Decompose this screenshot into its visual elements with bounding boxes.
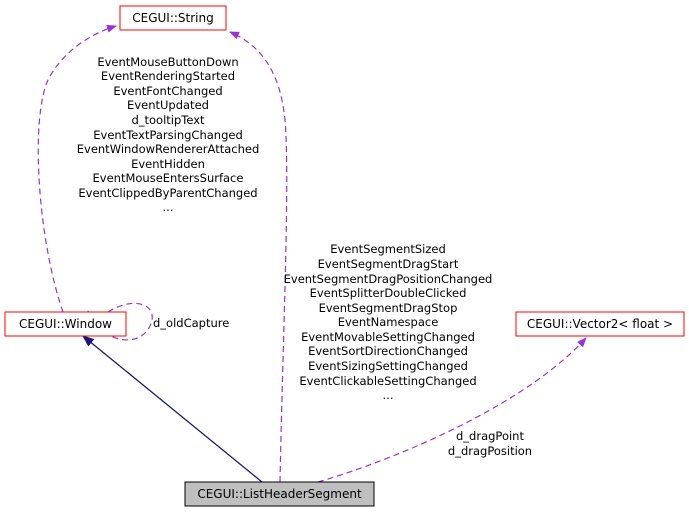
edge-label-line: EventFontChanged (113, 84, 222, 98)
edge-label-line: EventSegmentDragPositionChanged (284, 272, 493, 286)
node-listheadersegment-label: CEGUI::ListHeaderSegment (197, 487, 362, 501)
edge-label-window-self: d_oldCapture (153, 316, 229, 330)
node-cegui-window-label: CEGUI::Window (19, 317, 112, 331)
edge-label-line: d_tooltipText (131, 113, 205, 127)
edge-label-line: EventMovableSettingChanged (301, 330, 475, 344)
edge-window-to-string (37, 24, 117, 313)
edge-label-line: EventSegmentSized (330, 242, 446, 256)
edge-label-line: ... (383, 388, 394, 402)
edge-label-line: d_dragPosition (448, 444, 532, 458)
edge-segment-to-vector2 (317, 337, 587, 483)
edge-label-line: EventClickableSettingChanged (299, 374, 476, 388)
node-cegui-string-label: CEGUI::String (132, 11, 213, 25)
edge-label-line: EventMouseEntersSurface (93, 171, 244, 185)
edge-label-segment-to-string: EventSegmentSized EventSegmentDragStart … (284, 242, 493, 402)
edge-label-line: d_dragPoint (456, 429, 524, 443)
edge-label-line: EventSegmentDragStart (318, 257, 459, 271)
edge-segment-inherits-window (82, 335, 263, 483)
node-cegui-listheadersegment[interactable]: CEGUI::ListHeaderSegment (184, 481, 375, 507)
edge-label-line: EventClippedByParentChanged (78, 186, 257, 200)
edge-label-line: EventSplitterDoubleClicked (310, 286, 467, 300)
edge-label-line: EventWindowRendererAttached (77, 142, 260, 156)
edge-label-line: EventRenderingStarted (101, 69, 235, 83)
edge-label-line: EventNamespace (338, 315, 439, 329)
edge-label-line: EventMouseButtonDown (97, 55, 238, 69)
edge-label-line: EventUpdated (127, 98, 209, 112)
node-cegui-vector2-label: CEGUI::Vector2< float > (527, 317, 673, 331)
node-cegui-vector2-float[interactable]: CEGUI::Vector2< float > (515, 311, 685, 337)
edge-label-line: EventSortDirectionChanged (308, 344, 468, 358)
edge-label-line: EventSizingSettingChanged (308, 359, 468, 373)
edge-label-segment-to-vector2: d_dragPoint d_dragPosition (448, 429, 532, 458)
edge-label-line: EventHidden (131, 157, 205, 171)
node-cegui-string[interactable]: CEGUI::String (119, 5, 227, 31)
edge-label-window-to-string: EventMouseButtonDown EventRenderingStart… (77, 55, 260, 214)
edge-segment-to-string (229, 31, 288, 483)
edge-label-line: EventTextParsingChanged (93, 128, 243, 142)
edge-label-line: ... (163, 200, 174, 214)
edge-label-line: EventSegmentDragStop (319, 301, 458, 315)
node-cegui-window[interactable]: CEGUI::Window (4, 311, 127, 337)
